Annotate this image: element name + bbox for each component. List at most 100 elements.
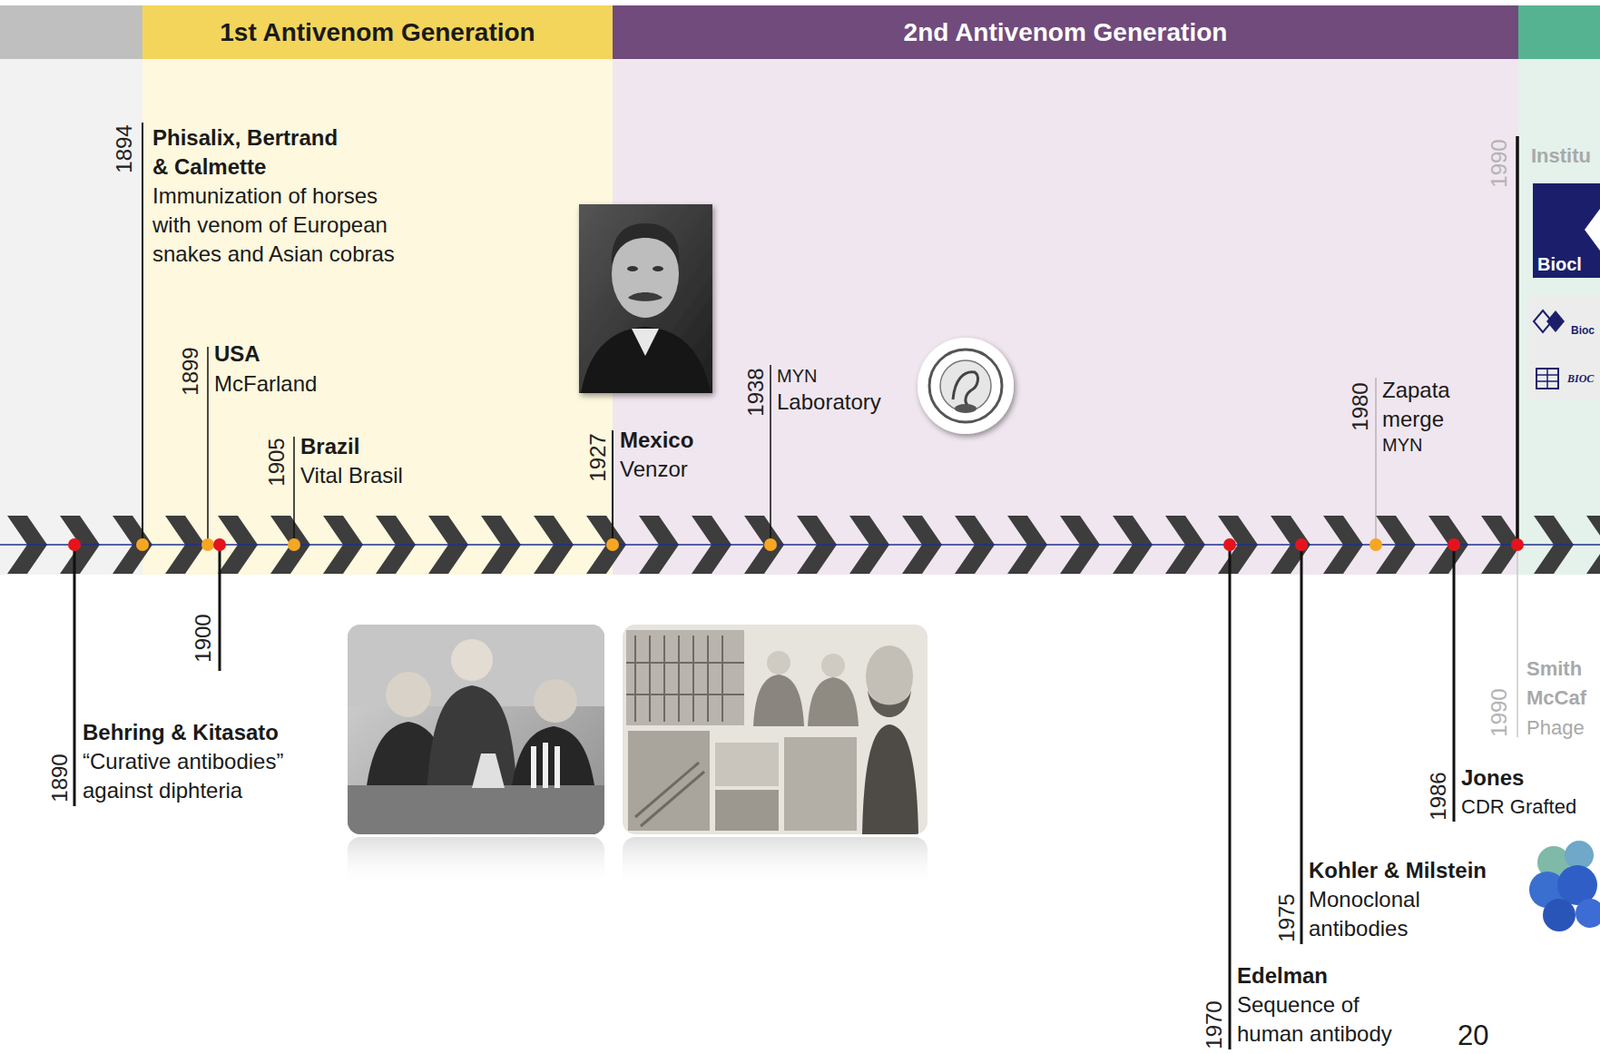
year-label: 1980: [1349, 382, 1372, 431]
year-label: 1970: [1203, 1000, 1226, 1049]
logo-icon: [1536, 368, 1559, 389]
orange-dot: [136, 538, 149, 551]
photo-ground: [622, 624, 928, 835]
logo-snake: [952, 372, 978, 405]
orange-dot: [764, 538, 777, 551]
era-panel: [0, 58, 143, 575]
event-heading: USA: [214, 339, 261, 369]
generation-band: 2nd Antivenom Generation: [612, 5, 1519, 59]
photo-reflection: [347, 836, 605, 888]
event-text: Vital Brasil: [300, 461, 403, 491]
figure-head: [766, 650, 791, 675]
event-line: [1515, 136, 1520, 545]
train-lines: [635, 762, 705, 826]
year-label: 1927: [587, 432, 609, 481]
era-panel: [612, 58, 1519, 575]
event-line: [1516, 551, 1519, 737]
event-text: McFarland: [214, 369, 317, 399]
year-label: 1990: [1488, 687, 1511, 737]
event-heading: Mexico: [619, 425, 694, 455]
eye: [627, 265, 639, 272]
era-panel: [1518, 58, 1600, 575]
year-label: 1894: [113, 124, 136, 173]
band-title: 1st Antivenom Generation: [219, 18, 535, 48]
protein-structure: [1529, 840, 1600, 932]
photo-ground: [347, 624, 605, 835]
person-head: [385, 671, 432, 717]
cage-scene: [626, 629, 745, 726]
timeline-axis: [0, 543, 1600, 546]
portrait-beard: [867, 689, 912, 717]
event-heading: Brazil: [300, 431, 360, 462]
year-label: 1975: [1276, 893, 1298, 942]
event-heading: McCaf: [1526, 683, 1587, 713]
event-text: Monoclonal antibodies: [1308, 884, 1463, 943]
orange-dot: [1369, 538, 1383, 551]
event-text: Sequence of human antibody: [1236, 990, 1410, 1049]
year-label: 1905: [265, 437, 288, 486]
photo-reflection: [622, 836, 928, 888]
event-line: [1375, 377, 1377, 545]
event-line: [218, 544, 222, 671]
test-tube: [554, 746, 560, 788]
year-label: 1890: [49, 753, 71, 802]
logo-diamond: [1546, 310, 1565, 333]
figure: [753, 674, 805, 727]
portrait-figure: [580, 223, 711, 393]
event-heading: Phisalix, Bertrand & Calmette: [152, 123, 348, 182]
history-collage: [622, 624, 928, 888]
event-text: Zapata: [1382, 375, 1451, 405]
chevron-band: [0, 515, 1600, 574]
event-text: Phage: [1526, 713, 1585, 743]
era-band: [0, 5, 143, 59]
collage-panel: [715, 789, 779, 831]
portrait-head: [865, 645, 913, 707]
year-label: 1990: [1488, 138, 1511, 187]
logo-diamond: [1584, 208, 1600, 251]
moustache: [628, 292, 663, 302]
event-line: [769, 364, 772, 545]
person-head: [451, 638, 493, 681]
logo-panel: [1528, 295, 1600, 400]
timeline-dots: [68, 538, 1524, 551]
logo-box: [1532, 183, 1600, 278]
myn-logo: [917, 337, 1014, 434]
event-line: [1228, 544, 1232, 1050]
red-dot: [1447, 538, 1461, 551]
red-dot: [1511, 538, 1524, 551]
portrait-coat: [862, 724, 919, 835]
orange-dot: [606, 538, 619, 551]
red-dot: [1295, 538, 1308, 551]
event-line: [611, 430, 614, 545]
logo-text: BIOC: [1567, 372, 1594, 385]
orange-dot: [201, 538, 215, 551]
event-text: Venzor: [619, 454, 688, 484]
event-line: [73, 544, 77, 806]
era-panel: [142, 58, 613, 575]
event-heading: Institu: [1531, 141, 1591, 171]
event-heading: Behring & Kitasato: [82, 717, 279, 747]
page-number: 20: [1457, 1020, 1489, 1050]
logo-text: Biocl: [1537, 254, 1582, 275]
logo-base: [954, 403, 977, 413]
hair: [611, 223, 680, 266]
event-heading: Kohler & Milstein: [1308, 855, 1487, 885]
event-text: MYN: [1382, 434, 1423, 455]
figure: [807, 677, 859, 727]
logo-disc: [917, 337, 1014, 434]
event-line: [293, 436, 295, 545]
event-text: CDR Grafted: [1461, 792, 1577, 822]
logo-text: Bioc: [1570, 323, 1595, 337]
figure-head: [821, 653, 845, 678]
event-line: [1300, 544, 1304, 944]
event-text: “Curative antibodies” against diphteria: [82, 746, 319, 805]
event-heading: Jones: [1461, 763, 1524, 793]
year-label: 1938: [745, 367, 767, 416]
event-line: [1452, 544, 1456, 822]
collage-panel: [628, 730, 710, 831]
red-dot: [213, 538, 226, 551]
event-text: Laboratory: [776, 387, 882, 417]
orange-dot: [287, 538, 301, 551]
event-text: merge: [1382, 404, 1444, 434]
